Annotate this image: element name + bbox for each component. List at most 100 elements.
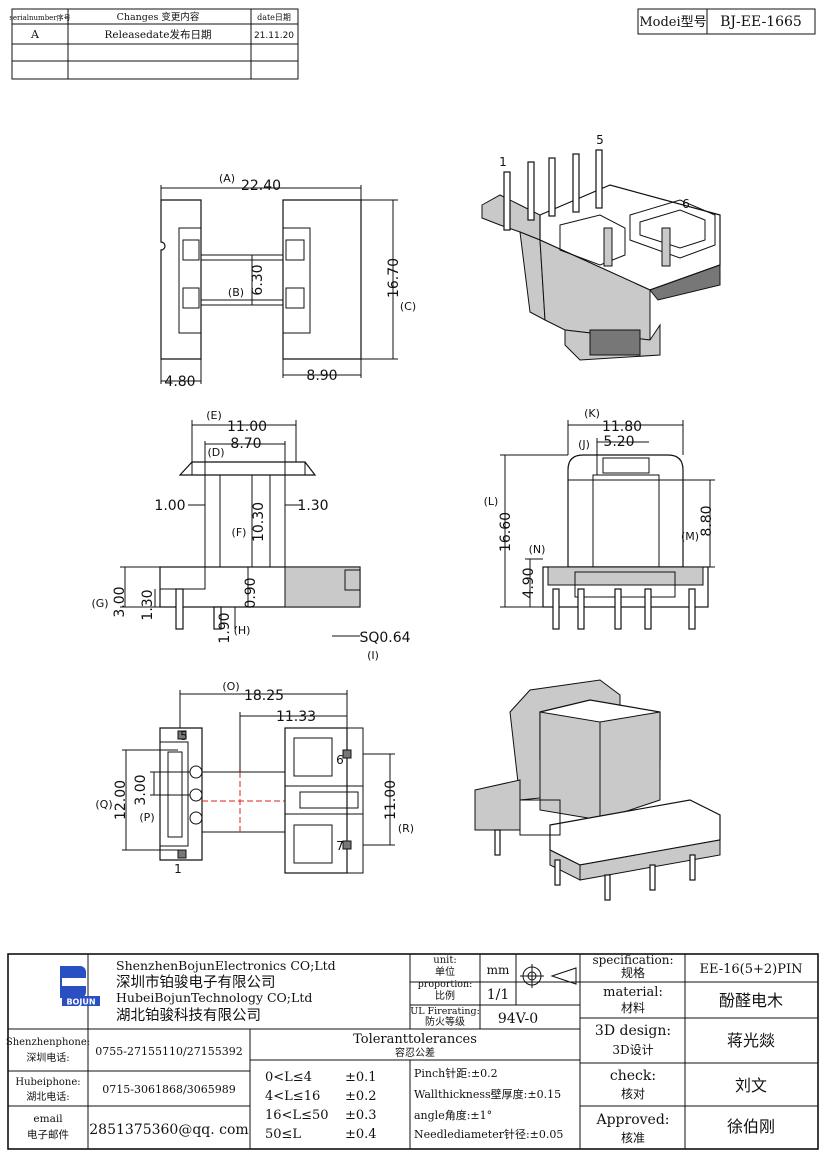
dim-r-label: (R) — [398, 822, 414, 835]
fire-label-cn: 防火等级 — [425, 1015, 465, 1028]
tol-note-2: angle角度:±1° — [414, 1108, 492, 1122]
dim-m-label: (M) — [681, 530, 699, 543]
rev-header-changes: Changes 变更内容 — [117, 11, 200, 23]
model-value: BJ-EE-1665 — [720, 14, 802, 30]
fire-value: 94V-0 — [498, 1011, 538, 1027]
dim-l-label: (L) — [484, 495, 499, 508]
unit-label-en: unit: — [433, 955, 456, 966]
sz-phone-label-en: Shenzhenphone: — [6, 1037, 90, 1048]
bottom-pin-6: 6 — [336, 753, 344, 767]
dim-3-00-bottom: 3.00 — [133, 774, 149, 805]
tol-range-3: 50≤L — [265, 1127, 301, 1142]
dim-3-00: 3.00 — [112, 586, 128, 617]
dim-c-label: (C) — [400, 300, 416, 313]
dim-r-value: 11.00 — [383, 780, 399, 820]
email: 2851375360@qq. com — [89, 1122, 248, 1138]
spec-label-cn: 规格 — [621, 965, 645, 980]
dim-j-label: (J) — [578, 438, 590, 451]
rev-row-change: Releasedate发布日期 — [105, 28, 212, 41]
rev-header-date: date日期 — [257, 13, 291, 22]
tol-note-3: Needlediameter针径:±0.05 — [414, 1127, 563, 1141]
model-box: Modei型号 BJ-EE-1665 — [637, 8, 816, 35]
proportion-label-en: proportion: — [418, 979, 473, 990]
dim-8-90: 8.90 — [306, 368, 337, 384]
approved-label-en: Approved: — [595, 1112, 669, 1128]
tol-value-2: ±0.3 — [345, 1108, 377, 1123]
company-cn-2: 湖北铂骏科技有限公司 — [116, 1007, 261, 1024]
bottom-pin-7: 7 — [336, 839, 344, 853]
email-label-en: email — [33, 1113, 63, 1125]
dim-k-label: (K) — [584, 407, 600, 420]
tol-value-0: ±0.1 — [345, 1070, 377, 1085]
projection-symbol-icon — [520, 964, 577, 988]
dim-sq: SQ0.64 — [359, 630, 410, 646]
side-view: (K) 11.80 (J) 5.20 (L) 16.60 (M) 8.80 (N… — [484, 407, 715, 630]
dim-a-value: 22.40 — [241, 178, 281, 194]
title-block: BOJUN ShenzhenBojunElectronics CO;Ltd 深圳… — [6, 953, 819, 1150]
check-label-cn: 核对 — [621, 1087, 645, 1101]
hb-phone-label-en: Hubeiphone: — [15, 1077, 80, 1088]
dim-11-33: 11.33 — [276, 709, 316, 725]
approved-value: 徐伯刚 — [727, 1117, 775, 1136]
dim-b-value: 6.30 — [250, 264, 266, 295]
company-en-1: ShenzhenBojunElectronics CO;Ltd — [116, 958, 336, 973]
check-label-en: check: — [610, 1068, 656, 1084]
proportion-label-cn: 比例 — [435, 989, 455, 1002]
dim-c-value: 16.70 — [386, 258, 402, 298]
check-value: 刘文 — [735, 1076, 767, 1095]
dim-0-90: 0.90 — [243, 577, 259, 608]
dim-i-label: (I) — [367, 649, 379, 662]
tol-value-1: ±0.2 — [345, 1089, 377, 1104]
dim-4-80: 4.80 — [164, 374, 195, 390]
sz-phone-label-cn: 深圳电话: — [26, 1051, 69, 1064]
rev-row-date: 21.11.20 — [254, 31, 294, 41]
dim-e-value: 11.00 — [227, 419, 267, 435]
tol-range-1: 4<L≤16 — [265, 1089, 320, 1104]
dim-b-label: (B) — [228, 286, 244, 299]
tol-value-3: ±0.4 — [345, 1127, 377, 1142]
front-view: (E) 11.00 (D) 8.70 1.00 1.30 (F) 10.30 0… — [91, 409, 410, 662]
dim-1-30-vert: 1.30 — [140, 589, 156, 620]
dim-d-label: (D) — [207, 446, 224, 459]
top-view: (A) 22.40 (B) 6.30 16.70 (C) 4.80 8.90 — [160, 172, 416, 390]
dim-q-label: (Q) — [95, 798, 112, 811]
dim-n-label: (N) — [529, 543, 546, 556]
dim-q-value: 12.00 — [113, 780, 129, 820]
unit-label-cn: 单位 — [435, 965, 455, 978]
tol-title-en: Toleranttolerances — [353, 1032, 477, 1047]
rev-header-serial: serialnumber序号 — [9, 13, 70, 22]
dim-d-value: 8.70 — [230, 436, 261, 452]
model-label: Modei型号 — [639, 15, 706, 30]
dim-k-value: 11.80 — [602, 419, 642, 435]
dim-h-label: (H) — [234, 624, 251, 637]
company-cn-1: 深圳市铂骏电子有限公司 — [116, 974, 276, 991]
design-label-en: 3D design: — [595, 1023, 671, 1039]
dim-a-label: (A) — [219, 172, 235, 185]
dim-m-value: 8.80 — [699, 505, 715, 536]
material-value: 酚醛电木 — [719, 991, 783, 1010]
hb-phone-label-cn: 湖北电话: — [26, 1090, 69, 1103]
iso-pin-6: 6 — [682, 197, 690, 211]
dim-l-value: 16.60 — [498, 512, 514, 552]
revision-table: serialnumber序号 Changes 变更内容 date日期 A Rel… — [9, 8, 299, 80]
dim-1-30: 1.30 — [297, 498, 328, 514]
material-label-cn: 材料 — [621, 1001, 645, 1015]
bottom-pin-1: 1 — [174, 862, 182, 876]
approved-label-cn: 核准 — [621, 1131, 645, 1145]
bojun-logo: BOJUN — [60, 966, 100, 1007]
tol-title-cn: 容忍公差 — [395, 1046, 435, 1059]
tol-note-0: Pinch针距:±0.2 — [414, 1066, 498, 1080]
design-label-cn: 3D设计 — [612, 1043, 653, 1057]
proportion-value: 1/1 — [487, 987, 510, 1003]
dim-f-value: 10.30 — [251, 502, 267, 542]
spec-value: EE-16(5+2)PIN — [700, 962, 803, 977]
unit-value: mm — [487, 963, 510, 977]
iso-pin-5: 5 — [596, 133, 604, 147]
dim-g-label: (G) — [91, 597, 108, 610]
fire-label-en: UL Firerating: — [410, 1006, 480, 1017]
iso-pin-1: 1 — [499, 155, 507, 169]
dim-f-label: (F) — [232, 526, 247, 539]
dim-e-label: (E) — [206, 409, 222, 422]
email-label-cn: 电子邮件 — [27, 1128, 69, 1141]
